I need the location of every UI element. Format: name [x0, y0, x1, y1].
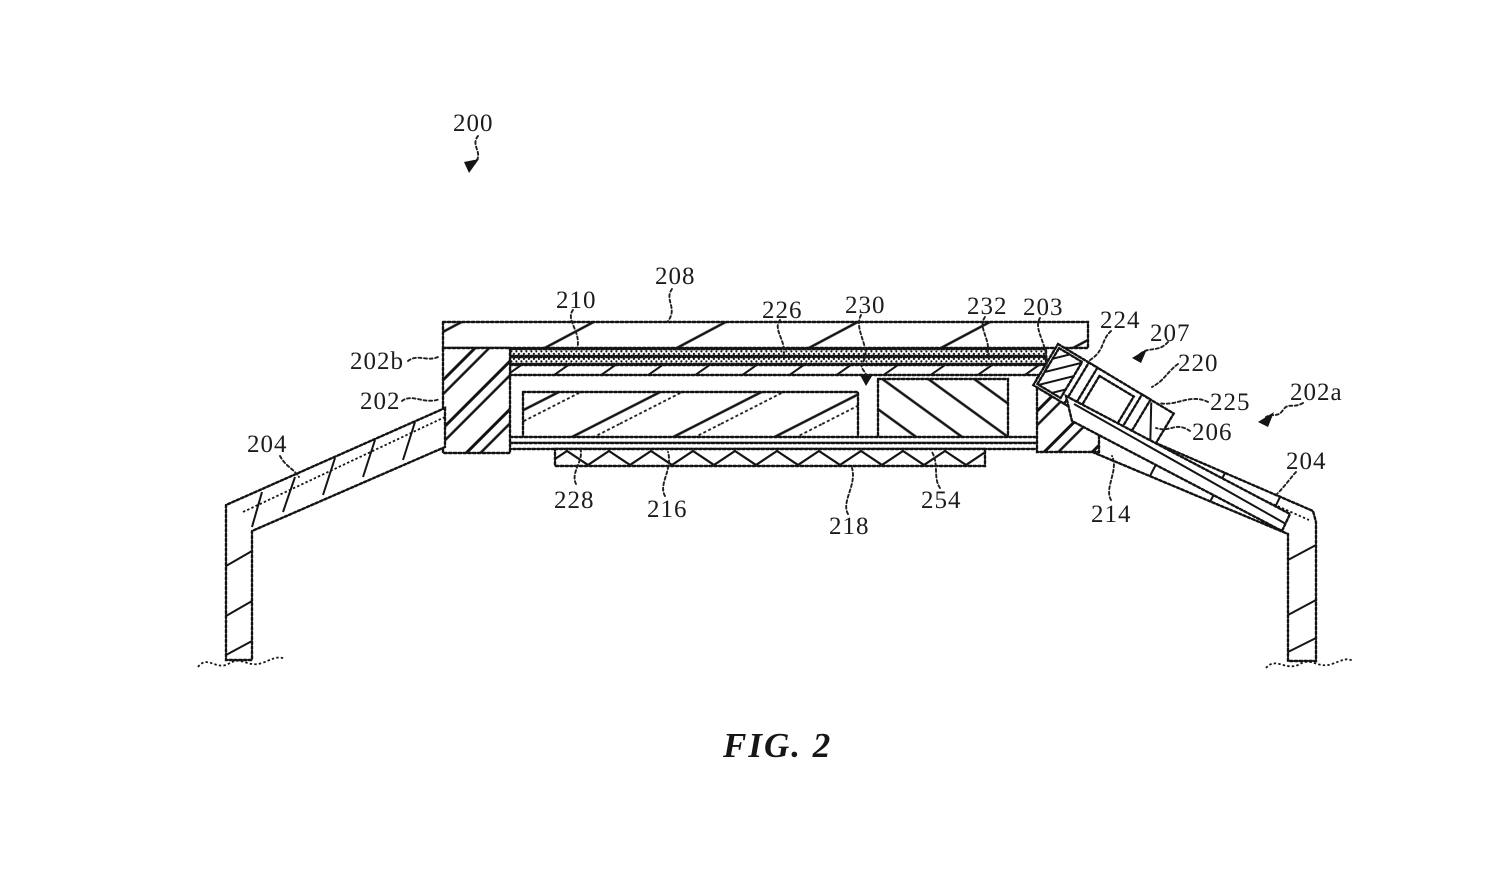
ref-label-218: 218: [829, 513, 870, 540]
display-layer-upper: [508, 347, 1048, 358]
leader-220: [1151, 363, 1179, 388]
band-left-hatch-rungs: [225, 421, 416, 656]
leader-224: [1086, 330, 1112, 363]
ref-label-216: 216: [647, 496, 688, 523]
ref-label-202b: 202b: [350, 348, 404, 375]
leader-232: [981, 316, 989, 356]
ref-label-232: 232: [967, 293, 1008, 320]
leader-218: [845, 467, 854, 515]
arrowhead-207: [1132, 349, 1147, 363]
break-line-left: [197, 656, 286, 668]
arrowhead-200: [464, 159, 479, 173]
leader-228: [573, 446, 582, 485]
display-layer-middle: [508, 355, 1048, 366]
leader-225: [1158, 397, 1209, 405]
ref-label-220: 220: [1178, 350, 1219, 377]
ref-label-254: 254: [921, 487, 962, 514]
display-layer-lower: [508, 363, 1048, 377]
leader-202: [401, 397, 441, 402]
ref-label-203: 203: [1023, 294, 1064, 321]
ref-label-230: 230: [845, 292, 886, 319]
ref-label-214: 214: [1091, 501, 1132, 528]
leader-206: [1155, 426, 1191, 432]
leader-210: [570, 309, 579, 350]
break-line-right: [1265, 658, 1354, 669]
ref-label-206: 206: [1192, 419, 1233, 446]
arrowhead-202a: [1258, 412, 1274, 427]
leader-230: [858, 314, 868, 378]
leader-204-right: [1276, 471, 1297, 495]
sensor-strip: [553, 447, 987, 468]
ref-label-202a: 202a: [1290, 379, 1343, 406]
leader-254: [931, 451, 941, 489]
leader-216: [662, 451, 670, 497]
arrowhead-230: [860, 375, 872, 386]
ref-label-208: 208: [655, 263, 696, 290]
case-side-wall-left: [441, 346, 512, 455]
ref-label-224: 224: [1100, 307, 1141, 334]
leader-202b: [407, 355, 441, 362]
component-block-left: [521, 390, 860, 440]
component-block-right: [876, 377, 1010, 440]
ref-label-200: 200: [453, 110, 494, 137]
leader-226: [776, 319, 785, 358]
leader-214: [1108, 455, 1115, 501]
leader-200: [474, 135, 480, 164]
leader-208: [667, 288, 673, 322]
band-tongue-edge: [1073, 403, 1287, 525]
ref-label-228: 228: [554, 487, 595, 514]
leader-lines: [279, 135, 1304, 515]
ref-label-204-right: 204: [1286, 448, 1327, 475]
ref-label-226: 226: [762, 297, 803, 324]
leader-203: [1037, 317, 1048, 371]
figure-caption: FIG. 2: [722, 726, 832, 765]
ref-label-207: 207: [1150, 320, 1191, 347]
band-right: [1076, 416, 1318, 663]
cover-plate: [441, 320, 1090, 350]
ref-label-225: 225: [1210, 389, 1251, 416]
crown-cap: [1035, 346, 1084, 400]
ref-label-204-left: 204: [247, 431, 288, 458]
crown-assembly: [1031, 342, 1176, 457]
leader-204-left: [279, 455, 300, 478]
ref-label-202: 202: [360, 388, 401, 415]
ref-label-210: 210: [556, 287, 597, 314]
